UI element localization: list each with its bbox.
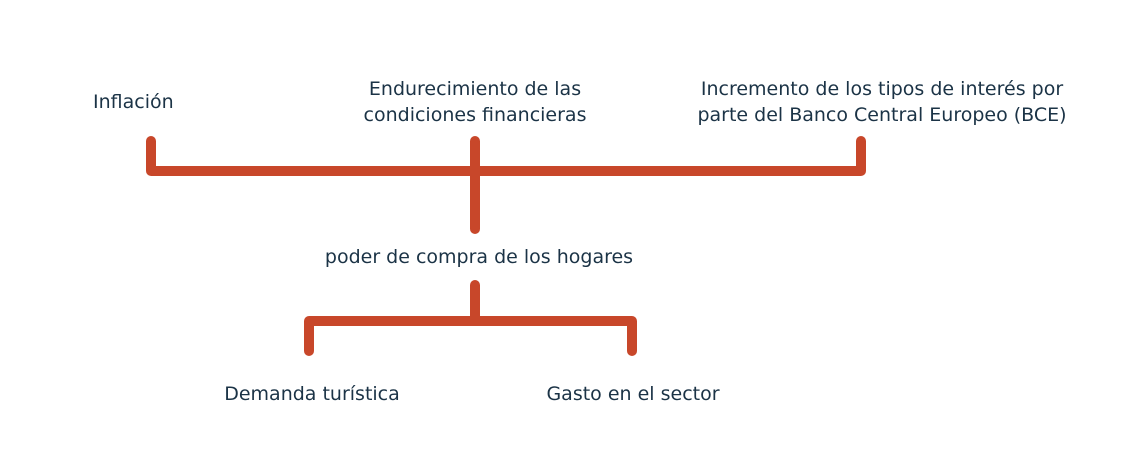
causes-bracket bbox=[146, 136, 866, 176]
label-financial-tightening: Endurecimiento de las condiciones financ… bbox=[335, 76, 615, 128]
effects-bracket bbox=[304, 316, 637, 356]
label-ecb-rate-increase-line2: parte del Banco Central Europeo (BCE) bbox=[697, 104, 1067, 126]
label-financial-tightening-line1: Endurecimiento de las bbox=[368, 78, 582, 100]
label-financial-tightening-line2: condiciones financieras bbox=[363, 104, 587, 126]
label-ecb-rate-increase-line1: Incremento de los tipos de interés por bbox=[700, 78, 1064, 100]
label-inflation: Inflación bbox=[93, 91, 174, 113]
label-ecb-rate-increase: Incremento de los tipos de interés por p… bbox=[660, 76, 1104, 128]
label-sector-spending: Gasto en el sector bbox=[546, 383, 720, 405]
label-tourism-demand: Demanda turística bbox=[224, 383, 400, 405]
label-household-purchasing-power: poder de compra de los hogares bbox=[324, 246, 634, 268]
